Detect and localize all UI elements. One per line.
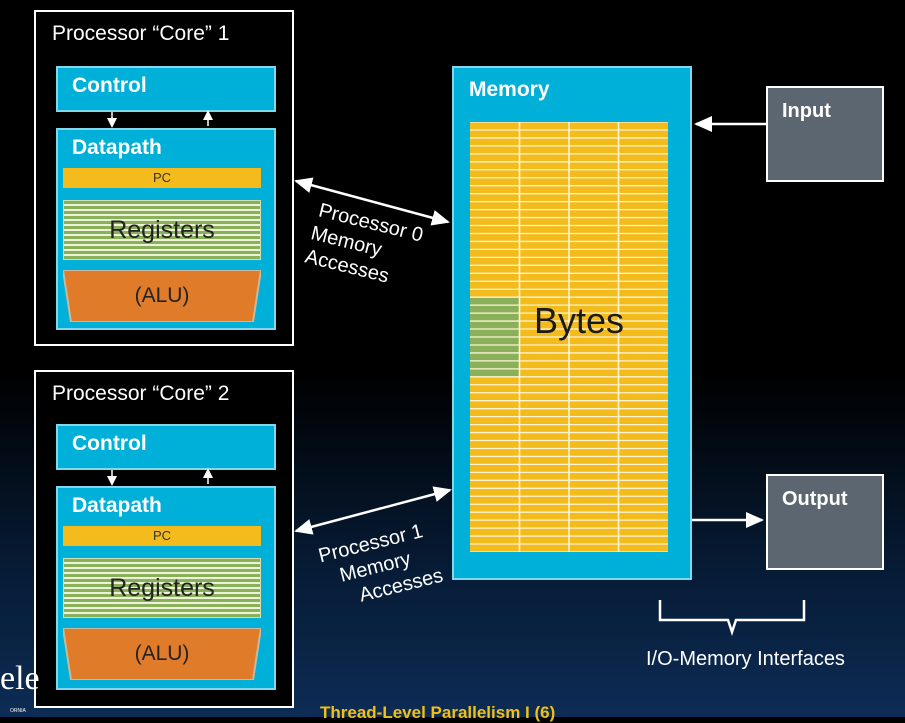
program-counter: PC [63, 526, 261, 546]
input-label: Input [782, 100, 831, 122]
alu-shape [63, 628, 261, 680]
output-label: Output [782, 488, 848, 510]
processor-core-2: Processor “Core” 2 Control Datapath PC R… [34, 370, 294, 708]
registers: Registers [63, 558, 261, 618]
memory-block: Memory [452, 66, 692, 580]
alu: (ALU) [63, 270, 261, 322]
io-interfaces-brace [658, 600, 806, 636]
control-unit: Control [56, 424, 276, 470]
control-unit: Control [56, 66, 276, 112]
memory-title: Memory [469, 78, 550, 101]
control-label: Control [72, 432, 147, 455]
datapath-label: Datapath [72, 136, 162, 159]
processor-1-access-label: Processor 1 Memory Accesses [316, 517, 446, 615]
memory-bytes-grid [470, 122, 668, 552]
datapath-label: Datapath [72, 494, 162, 517]
berkeley-logo-fragment: ele [0, 660, 40, 697]
datapath: Datapath PC Registers (ALU) [56, 486, 276, 690]
alu-label: (ALU) [134, 284, 190, 307]
registers: Registers [63, 200, 261, 260]
io-interfaces-caption: I/O-Memory Interfaces [646, 648, 845, 670]
core-title: Processor “Core” 2 [52, 382, 230, 405]
alu-shape [63, 270, 261, 322]
core-title: Processor “Core” 1 [52, 22, 230, 45]
output-device: Output [766, 474, 884, 570]
program-counter: PC [63, 168, 261, 188]
processor-0-access-label: Processor 0 Memory Accesses [303, 198, 426, 294]
control-label: Control [72, 74, 147, 97]
memory-grid-lines [470, 122, 668, 552]
bytes-label: Bytes [533, 300, 625, 341]
slide-footer: Thread-Level Parallelism I (6) [320, 703, 556, 722]
berkeley-logo-subtext: ORNIA [10, 708, 26, 714]
input-device: Input [766, 86, 884, 182]
processor-core-1: Processor “Core” 1 Control Datapath PC R… [34, 10, 294, 346]
datapath: Datapath PC Registers (ALU) [56, 128, 276, 330]
alu: (ALU) [63, 628, 261, 680]
alu-label: (ALU) [134, 642, 190, 665]
